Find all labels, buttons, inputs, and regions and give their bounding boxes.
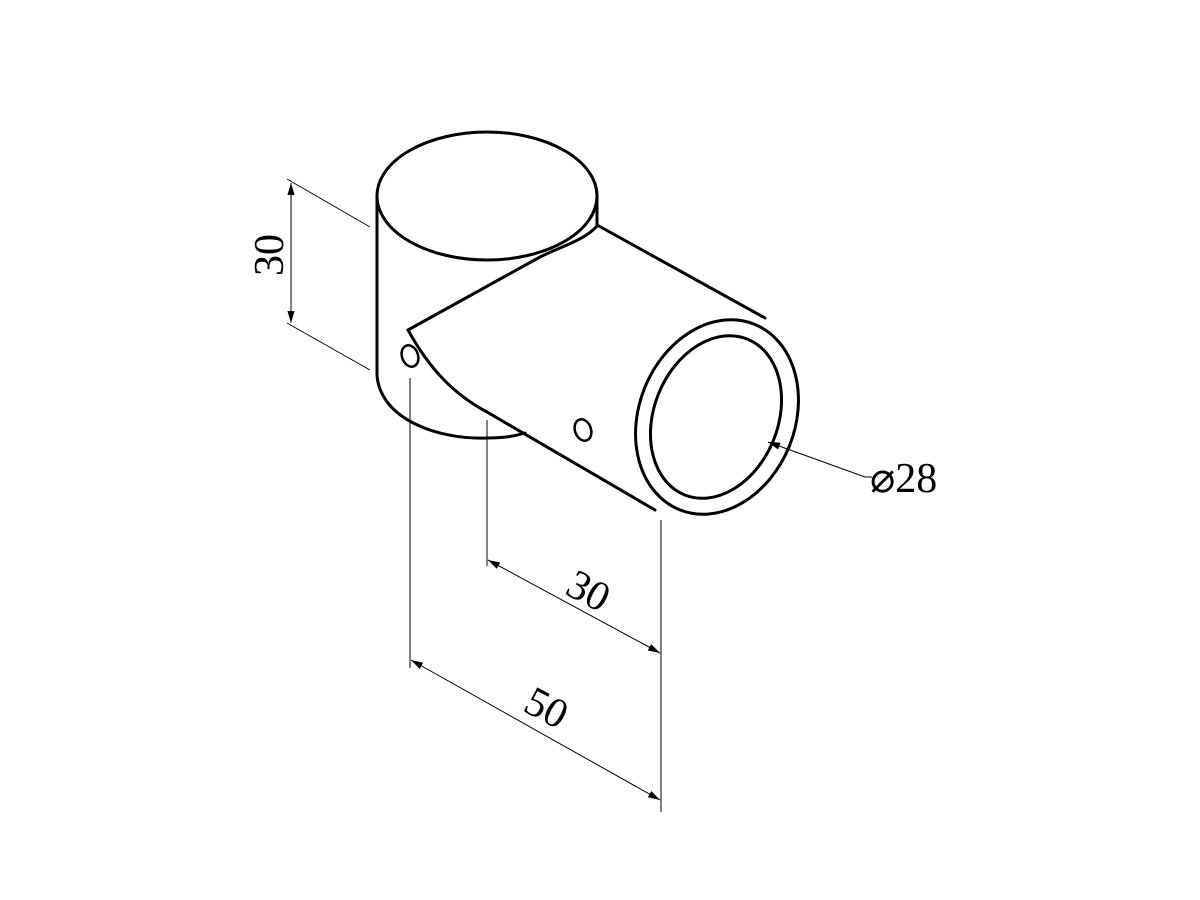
tube-top-edge xyxy=(595,223,767,320)
cylinder-bottom-arc xyxy=(375,373,527,440)
diameter-dimension-label: ⌀28 xyxy=(870,456,937,502)
tube-outer-ellipse xyxy=(634,318,800,516)
offset-dimension: 30 xyxy=(487,559,661,654)
tube-saddle-line xyxy=(406,224,599,332)
vertical-cylinder xyxy=(375,130,599,440)
height-dimension: 30 xyxy=(247,178,371,371)
length-dimension: 50 xyxy=(410,659,661,801)
tube-bottom-edge xyxy=(485,410,657,512)
tube-saddle-curve xyxy=(406,328,489,414)
side-tube xyxy=(400,223,800,516)
height-dimension-label: 30 xyxy=(247,234,293,276)
top-ellipse xyxy=(375,130,599,262)
diameter-dimension: ⌀28 xyxy=(767,441,937,502)
screw-hole-right xyxy=(573,418,593,442)
offset-dimension-label: 30 xyxy=(559,561,618,621)
screw-hole-left xyxy=(400,344,420,368)
tube-inner-ellipse xyxy=(648,334,784,500)
length-dimension-label: 50 xyxy=(517,678,576,738)
